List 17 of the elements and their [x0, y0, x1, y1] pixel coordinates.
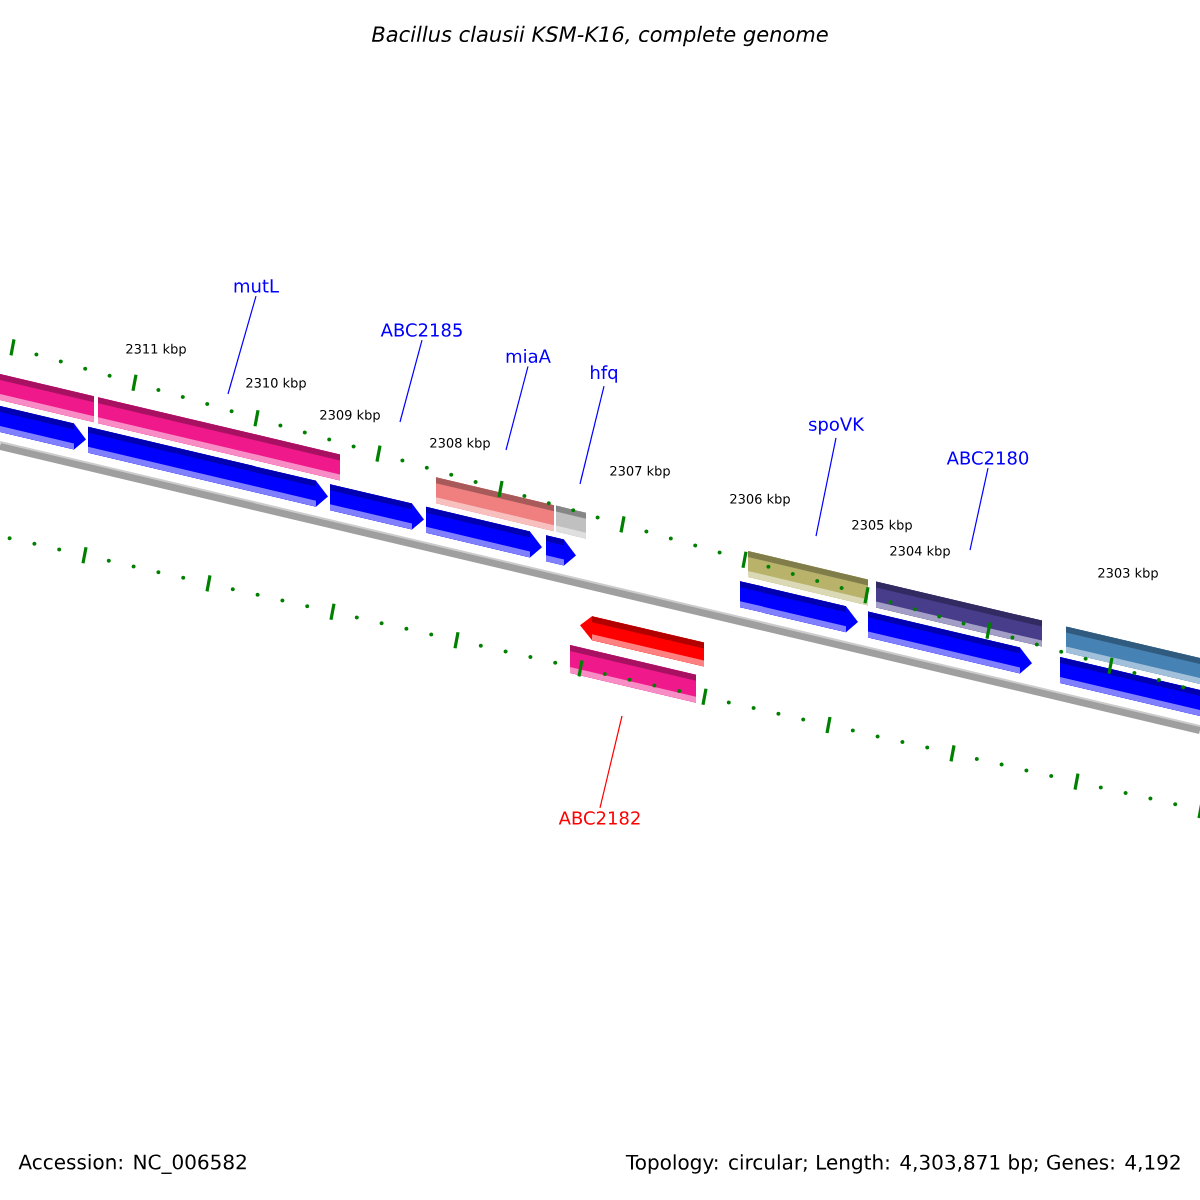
- leader-line: [579, 385, 605, 485]
- gene-label: hfq: [591, 365, 617, 383]
- gene-label: miaA: [506, 349, 551, 363]
- title: Bacillus clausii KSM-K16, complete genome: [371, 25, 828, 47]
- gene-label: ABC2182: [558, 811, 640, 825]
- gene-label: spoVK: [809, 417, 865, 435]
- leader-line: [399, 339, 423, 423]
- accession-text: Accession: NC_006582: [18, 1154, 246, 1174]
- gene-label: mutL: [234, 279, 279, 293]
- leader-line: [969, 467, 989, 551]
- leader-line: [599, 715, 623, 809]
- gene-label: ABC2180: [946, 451, 1029, 465]
- leader-line: [227, 295, 257, 395]
- gene-label: ABC2185: [380, 323, 462, 337]
- leader-line: [815, 437, 837, 537]
- genome-info-text: Topology: circular; Length: 4,303,871 bp; Genes: 4,192: [625, 1154, 1180, 1174]
- leader-line: [505, 365, 529, 451]
